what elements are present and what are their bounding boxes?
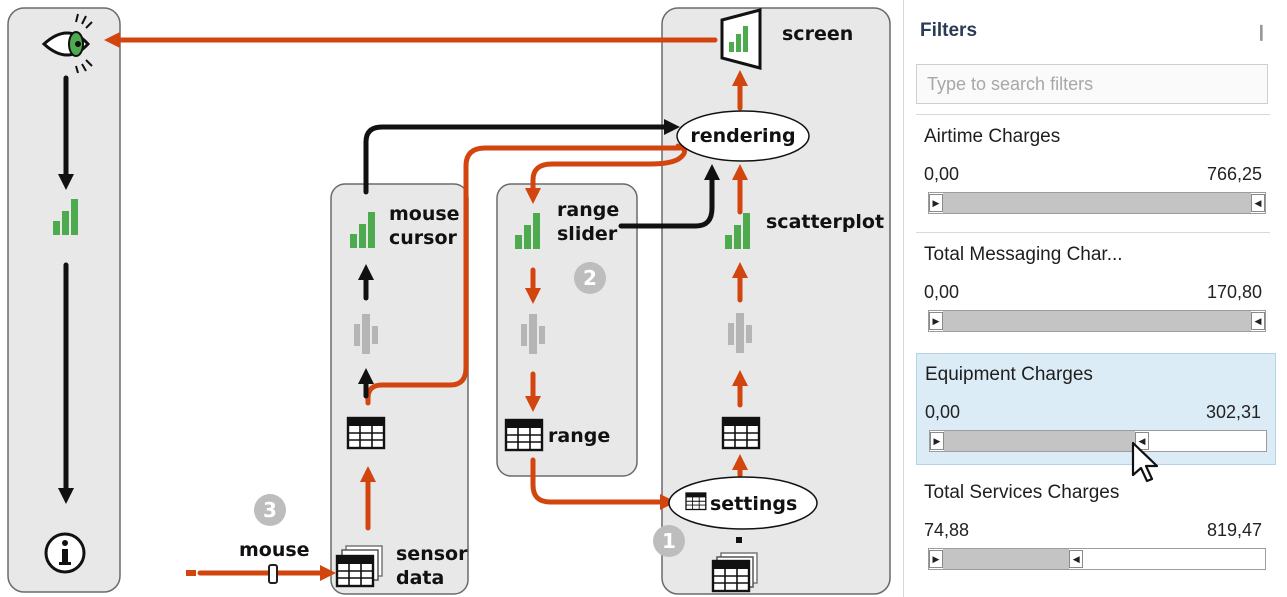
- range-slider[interactable]: ▶ ◀: [929, 430, 1267, 452]
- screen-label: screen: [782, 23, 853, 45]
- info-icon: [44, 532, 86, 574]
- filter-name: Total Messaging Char...: [924, 244, 1123, 265]
- range-table-icon: [504, 418, 544, 452]
- range-slider[interactable]: ▶ ◀: [928, 310, 1266, 332]
- range-slider-min-handle[interactable]: ▶: [929, 550, 943, 568]
- filter-min-value: 0,00: [924, 164, 960, 184]
- range-slider-max-handle[interactable]: ◀: [1134, 432, 1149, 450]
- mouse-cursor-label-2: cursor: [389, 227, 458, 249]
- separator: [916, 232, 1270, 233]
- range-slider-max-handle[interactable]: ◀: [1251, 194, 1265, 212]
- svg-text:1: 1: [662, 529, 676, 553]
- sensor-data-label-2: data: [396, 567, 444, 589]
- range-slider-to-rendering-arrow: [618, 163, 721, 229]
- settings-table-icon: [685, 492, 707, 511]
- sensor-data-label-1: sensor: [396, 543, 468, 565]
- filter-name: Equipment Charges: [925, 364, 1093, 385]
- dataflow-diagram: screen rendering scatterplot settings mo…: [7, 7, 891, 595]
- range-slider-max-handle[interactable]: ◀: [1069, 550, 1084, 568]
- range-slider[interactable]: ▶ ◀: [928, 192, 1266, 214]
- mouse-pointer-icon: [1131, 441, 1159, 483]
- dataset-stack-icon: [711, 552, 758, 593]
- filters-panel: Filters ❙ Airtime Charges 0,00 766,25 ▶ …: [903, 0, 1287, 597]
- mouse-device-icon: [268, 564, 278, 584]
- svg-text:3: 3: [263, 498, 277, 522]
- mouse-cursor-table-icon: [346, 416, 386, 450]
- settings-node: [668, 476, 818, 530]
- filter-max-value: 170,80: [1206, 282, 1262, 302]
- marker-3: 3: [254, 494, 286, 526]
- range-slider-min-handle[interactable]: ▶: [929, 194, 943, 212]
- sensor-data-stack-icon: [335, 545, 383, 588]
- rendering-to-range-slider-arrow: [524, 143, 687, 205]
- mouse-label: mouse: [239, 539, 310, 561]
- svg-text:2: 2: [583, 266, 597, 290]
- range-slider[interactable]: ▶ ◀: [928, 548, 1266, 570]
- mouse-input-stub: [186, 570, 196, 576]
- filter-total-services-charges: Total Services Charges 74,88 819,47 ▶ ◀: [916, 472, 1276, 584]
- filter-min-value: 74,88: [924, 520, 970, 540]
- range-slider-label-1: range: [557, 199, 619, 221]
- eye-icon: [41, 13, 93, 74]
- filter-total-messaging-charges: Total Messaging Char... 0,00 170,80 ▶ ◀: [916, 234, 1276, 346]
- settings-label: settings: [710, 493, 797, 515]
- rendering-label: rendering: [690, 125, 795, 147]
- filter-max-value: 302,31: [1205, 402, 1261, 422]
- filter-equipment-charges: Equipment Charges 0,00 302,31 ▶ ◀: [916, 353, 1276, 465]
- scatterplot-label: scatterplot: [766, 211, 884, 233]
- filter-max-value: 766,25: [1206, 164, 1262, 184]
- filter-name: Airtime Charges: [924, 126, 1061, 147]
- filter-name: Total Services Charges: [924, 482, 1120, 503]
- marker-1: 1: [653, 525, 685, 557]
- filter-search-box[interactable]: [916, 64, 1268, 104]
- range-slider-min-handle[interactable]: ▶: [930, 432, 944, 450]
- filter-min-value: 0,00: [925, 402, 961, 422]
- range-slider-max-handle[interactable]: ◀: [1251, 312, 1265, 330]
- filters-title: Filters: [920, 20, 978, 41]
- scatterplot-table-icon: [721, 416, 761, 450]
- separator: [916, 114, 1270, 115]
- mouse-cursor-label-1: mouse: [389, 203, 460, 225]
- filter-search-input[interactable]: [917, 65, 1267, 103]
- range-label: range: [548, 425, 610, 447]
- range-slider-min-handle[interactable]: ▶: [929, 312, 943, 330]
- mouse-cursor-to-rendering-arrow: [363, 118, 681, 195]
- screen-icon: [720, 8, 762, 70]
- pin-icon[interactable]: ❙: [1254, 24, 1268, 41]
- rendering-node: [676, 110, 810, 162]
- table-to-rendering-arrow: [365, 145, 683, 406]
- range-to-settings-arrow: [530, 457, 677, 511]
- range-slider-label-2: slider: [557, 223, 618, 245]
- filter-max-value: 819,47: [1206, 520, 1262, 540]
- marker-2: 2: [574, 262, 606, 294]
- filter-airtime-charges: Airtime Charges 0,00 766,25 ▶ ◀: [916, 116, 1276, 228]
- filter-min-value: 0,00: [924, 282, 960, 302]
